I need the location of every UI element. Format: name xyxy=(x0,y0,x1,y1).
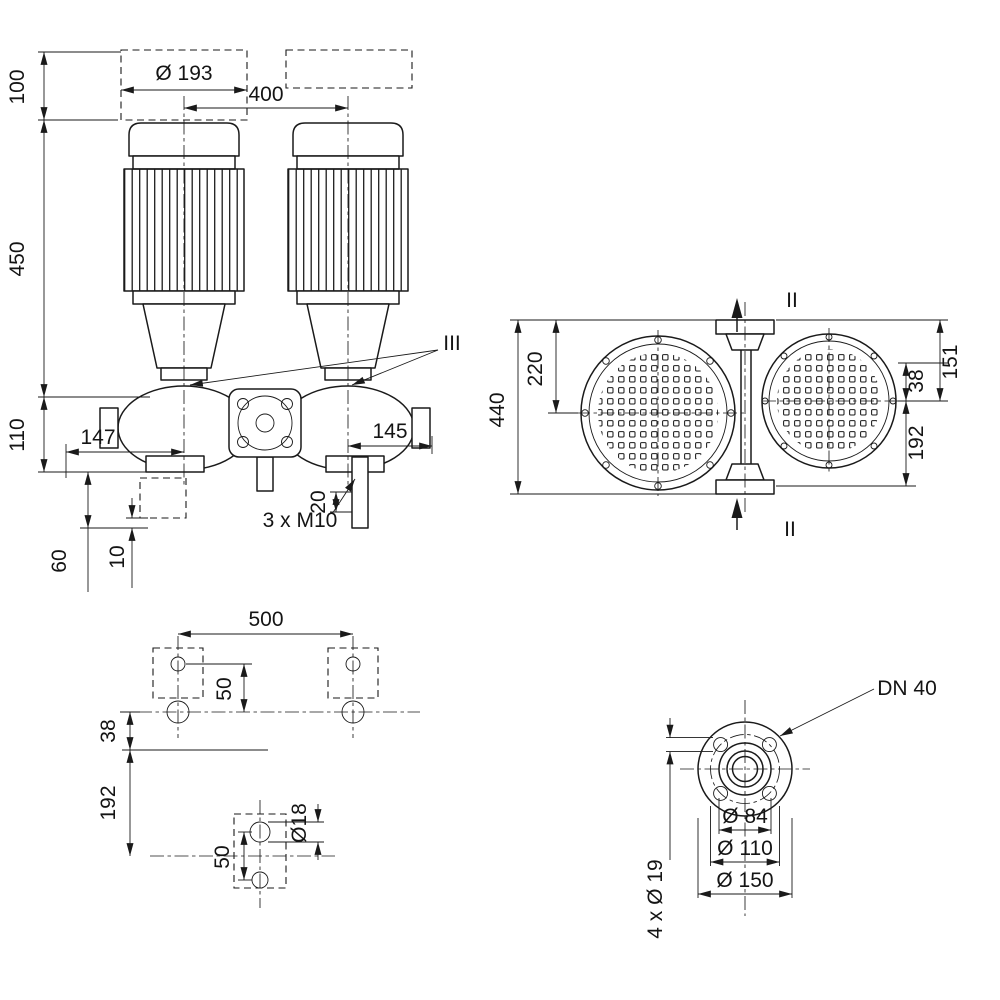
top-port-neck xyxy=(725,333,765,351)
dim-drain-offset-label: 20 xyxy=(307,490,330,513)
dim-foundation-depth-label: 60 xyxy=(48,549,71,572)
dim-outer-diameter-label: Ø 150 xyxy=(716,869,773,892)
dim-left-port-label: 147 xyxy=(80,426,115,449)
bolt-holes-label: 4 x Ø 19 xyxy=(644,859,667,938)
side-dimensions xyxy=(510,319,948,495)
front-view: Ø 193 400 100 450 110 147 145 20 3 x M10… xyxy=(6,49,461,592)
flange-bolt-hole xyxy=(713,737,729,753)
flange-view: DN 40 Ø 84 Ø 110 Ø 150 4 x Ø 19 xyxy=(644,677,937,939)
front-dimensions xyxy=(38,51,439,592)
flange-dimensions xyxy=(666,688,875,898)
flange-bolt-hole xyxy=(281,398,293,410)
dim-port-spacing-label: 400 xyxy=(248,83,283,106)
dim-lower-offset-label: 192 xyxy=(905,425,928,460)
side-view: 440 220 38 151 192 II II xyxy=(486,289,962,541)
dim-base-height-label: 110 xyxy=(6,418,29,451)
dim-raised-face-label: Ø 84 xyxy=(722,805,768,828)
dim-plate-thickness-label: 10 xyxy=(106,545,129,568)
flange-bolt-hole xyxy=(761,737,777,753)
center-flange-plate xyxy=(228,388,302,458)
dim-upper-offset-label: 38 xyxy=(905,369,928,392)
center-flange-bore xyxy=(255,413,275,433)
plan-view: 500 50 38 192 50 Ø18 xyxy=(97,608,420,908)
flange-bolt-hole xyxy=(237,398,249,410)
drain-pipe xyxy=(351,456,369,529)
dim-bolt-spacing-label: 500 xyxy=(248,608,283,631)
dim-motor-height-label: 450 xyxy=(6,241,29,276)
section-ii-bottom-label: II xyxy=(784,518,796,541)
dim-overall-height-label: 440 xyxy=(486,392,509,427)
dim-bolt-circle-label: Ø 110 xyxy=(717,837,773,860)
dim-hole-pitch-lower-label: 50 xyxy=(211,845,234,868)
dim-hole-diameter-label: Ø18 xyxy=(288,803,311,843)
section-arrows xyxy=(731,298,743,530)
pump-foot-left xyxy=(145,455,205,473)
section-iii-label: III xyxy=(443,332,461,355)
plan-dimensions xyxy=(120,630,353,881)
dim-offset-lower-label: 192 xyxy=(97,785,120,820)
dim-hole-pitch-upper-label: 50 xyxy=(213,677,236,700)
dim-offset-upper-label: 38 xyxy=(97,719,120,742)
flange-bolt-hole xyxy=(281,436,293,448)
flange-bolt-hole xyxy=(761,785,777,801)
dim-motor-diameter-label: Ø 193 xyxy=(155,62,212,85)
clearance-envelope-right xyxy=(285,49,413,89)
port-stub-left xyxy=(99,407,119,449)
flange-bolt-hole xyxy=(713,785,729,801)
dim-right-port-label: 145 xyxy=(372,420,407,443)
flange-bolt-hole xyxy=(237,436,249,448)
drain-stub-center xyxy=(256,456,274,492)
fixing-bolts-label: 3 x M10 xyxy=(263,509,338,532)
section-ii-top-label: II xyxy=(786,289,798,312)
dim-axis-height-label: 220 xyxy=(524,351,547,386)
pump-housing xyxy=(99,385,431,529)
nominal-bore-label: DN 40 xyxy=(877,677,937,700)
section-arrow-bottom xyxy=(731,498,743,518)
center-flange-face xyxy=(237,395,293,451)
port-stub-right xyxy=(411,407,431,449)
clearance-envelope-left xyxy=(120,49,248,121)
dim-flange-to-axis-label: 151 xyxy=(939,344,962,379)
section-arrow-top xyxy=(731,298,743,318)
foundation-block xyxy=(139,477,187,519)
dim-top-clearance-label: 100 xyxy=(6,69,29,104)
